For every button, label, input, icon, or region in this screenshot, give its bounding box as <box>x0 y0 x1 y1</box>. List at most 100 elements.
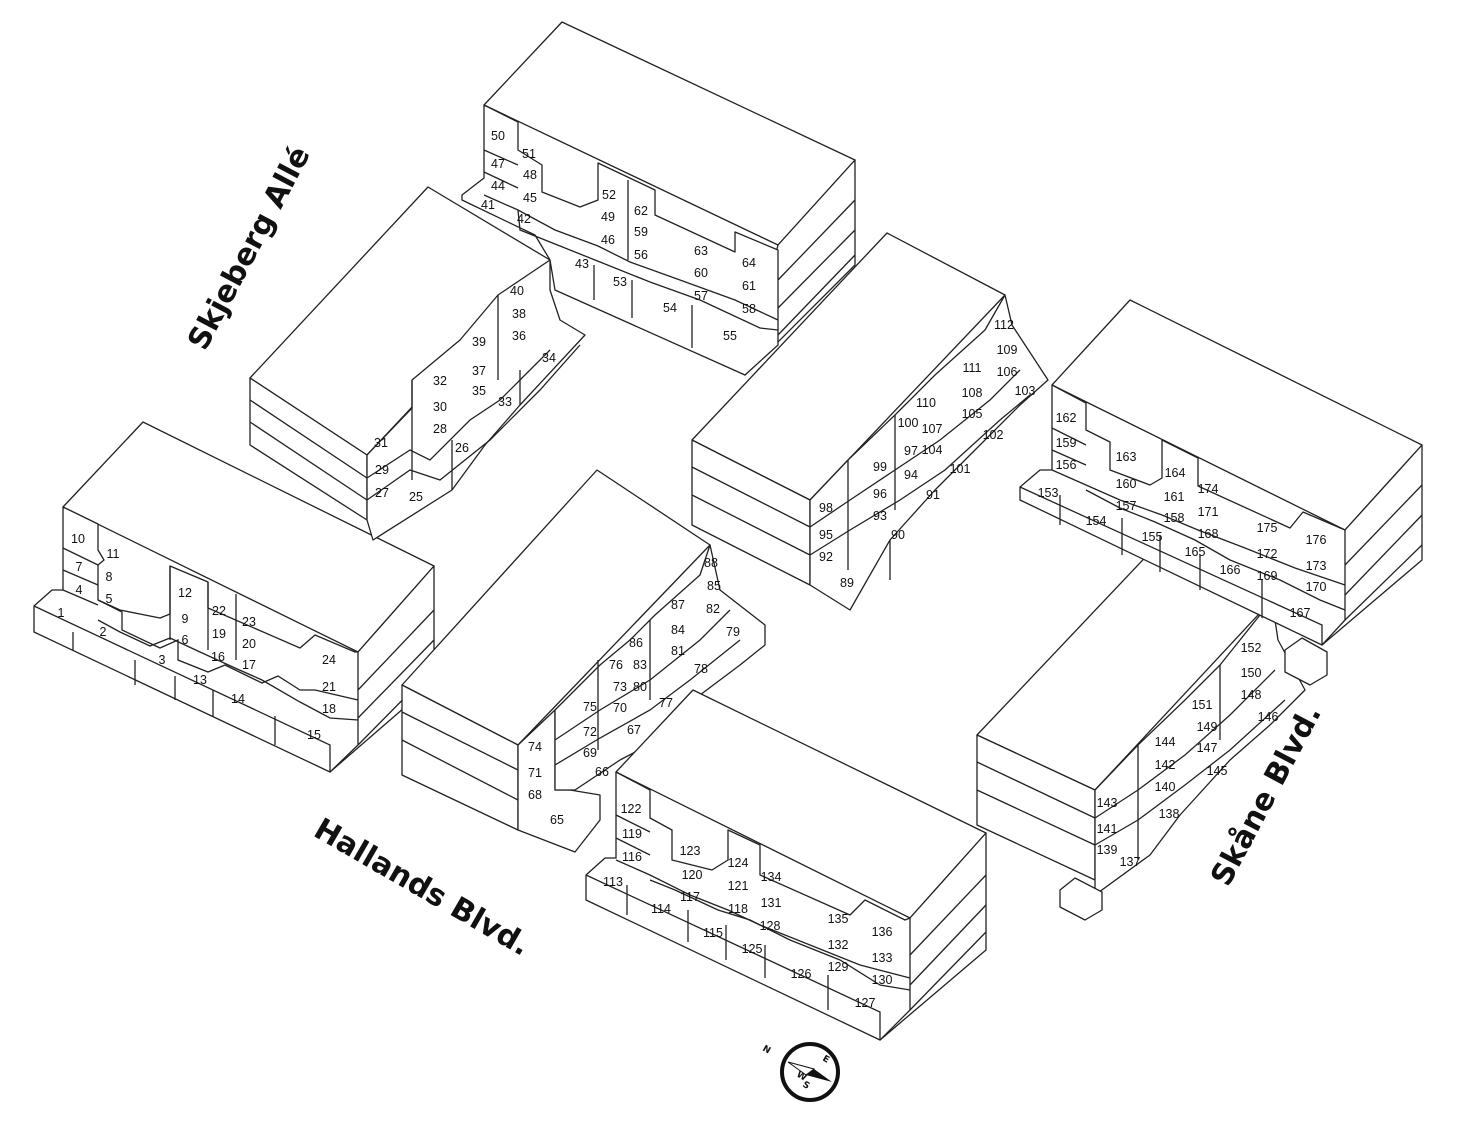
unit-label[interactable]: 75 <box>583 700 597 714</box>
unit-label[interactable]: 89 <box>840 576 854 590</box>
unit-label[interactable]: 10 <box>71 532 85 546</box>
unit-label[interactable]: 40 <box>510 284 524 298</box>
unit-label[interactable]: 45 <box>523 191 537 205</box>
unit-label[interactable]: 170 <box>1306 580 1327 594</box>
unit-label[interactable]: 32 <box>433 374 447 388</box>
unit-label[interactable]: 36 <box>512 329 526 343</box>
unit-label[interactable]: 2 <box>100 625 107 639</box>
unit-label[interactable]: 76 <box>609 658 623 672</box>
unit-label[interactable]: 102 <box>983 428 1004 442</box>
unit-label[interactable]: 148 <box>1241 688 1262 702</box>
unit-label[interactable]: 53 <box>613 275 627 289</box>
unit-label[interactable]: 93 <box>873 509 887 523</box>
unit-label[interactable]: 81 <box>671 644 685 658</box>
unit-label[interactable]: 18 <box>322 702 336 716</box>
unit-label[interactable]: 70 <box>613 701 627 715</box>
unit-label[interactable]: 13 <box>193 673 207 687</box>
unit-label[interactable]: 143 <box>1097 796 1118 810</box>
unit-label[interactable]: 153 <box>1038 486 1059 500</box>
unit-label[interactable]: 95 <box>819 528 833 542</box>
unit-label[interactable]: 72 <box>583 725 597 739</box>
unit-label[interactable]: 124 <box>728 856 749 870</box>
unit-label[interactable]: 74 <box>528 740 542 754</box>
unit-label[interactable]: 6 <box>182 633 189 647</box>
unit-label[interactable]: 119 <box>622 827 642 841</box>
unit-label[interactable]: 33 <box>498 395 512 409</box>
unit-label[interactable]: 38 <box>512 307 526 321</box>
unit-label[interactable]: 9 <box>182 612 189 626</box>
unit-label[interactable]: 113 <box>603 875 623 889</box>
unit-label[interactable]: 24 <box>322 653 336 667</box>
unit-label[interactable]: 107 <box>922 422 943 436</box>
unit-label[interactable]: 29 <box>375 463 389 477</box>
unit-label[interactable]: 15 <box>307 728 321 742</box>
unit-label[interactable]: 23 <box>242 615 256 629</box>
unit-label[interactable]: 3 <box>159 653 166 667</box>
unit-label[interactable]: 94 <box>904 468 918 482</box>
unit-label[interactable]: 111 <box>962 361 981 375</box>
unit-label[interactable]: 159 <box>1056 436 1077 450</box>
unit-label[interactable]: 109 <box>997 343 1018 357</box>
unit-label[interactable]: 164 <box>1165 466 1186 480</box>
unit-label[interactable]: 91 <box>926 488 940 502</box>
unit-label[interactable]: 149 <box>1197 720 1218 734</box>
unit-label[interactable]: 115 <box>703 926 723 940</box>
unit-label[interactable]: 140 <box>1155 780 1176 794</box>
unit-label[interactable]: 79 <box>726 625 740 639</box>
unit-label[interactable]: 175 <box>1257 521 1278 535</box>
unit-label[interactable]: 138 <box>1159 807 1180 821</box>
unit-label[interactable]: 160 <box>1116 477 1137 491</box>
unit-label[interactable]: 174 <box>1198 482 1219 496</box>
unit-label[interactable]: 16 <box>211 650 225 664</box>
unit-label[interactable]: 173 <box>1306 559 1327 573</box>
unit-label[interactable]: 105 <box>962 407 983 421</box>
unit-label[interactable]: 14 <box>231 692 245 706</box>
unit-label[interactable]: 137 <box>1120 855 1141 869</box>
unit-label[interactable]: 17 <box>242 658 256 672</box>
unit-label[interactable]: 141 <box>1097 822 1118 836</box>
unit-label[interactable]: 69 <box>583 746 597 760</box>
unit-label[interactable]: 49 <box>601 210 615 224</box>
unit-label[interactable]: 44 <box>491 179 505 193</box>
unit-label[interactable]: 1 <box>58 606 65 620</box>
unit-label[interactable]: 84 <box>671 623 685 637</box>
unit-label[interactable]: 52 <box>602 188 616 202</box>
unit-label[interactable]: 59 <box>634 225 648 239</box>
unit-label[interactable]: 128 <box>760 919 781 933</box>
unit-label[interactable]: 110 <box>916 396 936 410</box>
unit-label[interactable]: 146 <box>1258 710 1279 724</box>
unit-label[interactable]: 67 <box>627 723 641 737</box>
unit-label[interactable]: 28 <box>433 422 447 436</box>
unit-label[interactable]: 106 <box>997 365 1018 379</box>
unit-label[interactable]: 104 <box>922 443 943 457</box>
unit-label[interactable]: 31 <box>374 436 388 450</box>
unit-label[interactable]: 37 <box>472 364 486 378</box>
unit-label[interactable]: 22 <box>212 604 226 618</box>
unit-label[interactable]: 58 <box>742 302 756 316</box>
unit-label[interactable]: 114 <box>651 902 671 916</box>
unit-label[interactable]: 78 <box>694 662 708 676</box>
unit-label[interactable]: 77 <box>659 696 673 710</box>
unit-label[interactable]: 86 <box>629 636 643 650</box>
unit-label[interactable]: 25 <box>409 490 423 504</box>
unit-label[interactable]: 56 <box>634 248 648 262</box>
unit-label[interactable]: 144 <box>1155 735 1176 749</box>
unit-label[interactable]: 147 <box>1197 741 1218 755</box>
unit-label[interactable]: 167 <box>1290 606 1311 620</box>
unit-label[interactable]: 82 <box>706 602 720 616</box>
unit-label[interactable]: 39 <box>472 335 486 349</box>
unit-label[interactable]: 134 <box>761 870 782 884</box>
unit-label[interactable]: 85 <box>707 579 721 593</box>
unit-label[interactable]: 80 <box>633 680 647 694</box>
unit-label[interactable]: 50 <box>491 129 505 143</box>
unit-label[interactable]: 34 <box>542 351 556 365</box>
unit-label[interactable]: 46 <box>601 233 615 247</box>
unit-label[interactable]: 126 <box>791 967 812 981</box>
unit-label[interactable]: 171 <box>1198 505 1219 519</box>
unit-label[interactable]: 120 <box>682 868 703 882</box>
unit-label[interactable]: 100 <box>898 416 919 430</box>
unit-label[interactable]: 5 <box>106 592 113 606</box>
unit-label[interactable]: 122 <box>621 802 642 816</box>
unit-label[interactable]: 125 <box>742 942 763 956</box>
unit-label[interactable]: 61 <box>742 279 756 293</box>
